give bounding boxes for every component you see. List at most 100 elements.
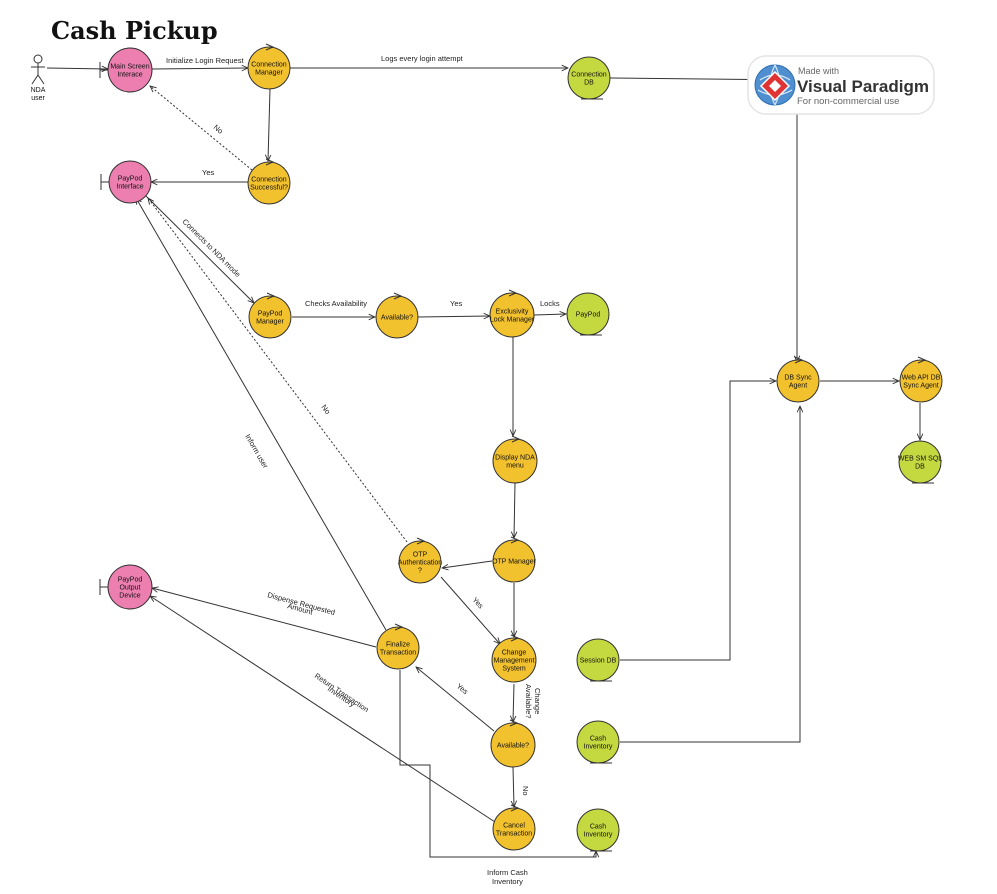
edge-success-main-no (150, 86, 253, 171)
node-otp-manager[interactable]: OTP Manager (492, 536, 537, 583)
label-no-otp: No (319, 403, 332, 416)
display-nda-label: Display NDA (495, 455, 535, 462)
edge-available-lock (417, 316, 490, 317)
label-yes-otp: Yes (471, 595, 486, 610)
finalize-label: Finalize (386, 642, 410, 649)
web-sm-sql-label: DB (915, 464, 925, 471)
display-nda-control-arrow (511, 435, 521, 443)
label-locks: Locks (540, 299, 560, 308)
paypod-label: PayPod (576, 312, 601, 319)
db-sync-label: DB Sync (784, 375, 812, 382)
edge-finalize-output (152, 588, 377, 648)
node-paypod[interactable]: PayPod (566, 292, 610, 336)
label-connects-nda: Connects to NDA mode (181, 217, 243, 279)
connection-db-label: DB (584, 80, 594, 87)
db-sync-label: Agent (789, 383, 807, 390)
web-api-control-arrow (917, 356, 927, 364)
edge-actor-main (46, 68, 108, 69)
otp-auth-control-arrow (416, 537, 426, 545)
available-2-label: Available? (497, 743, 529, 750)
edge-finalize-paypod (136, 198, 387, 631)
change-mgmt-label: Management (494, 658, 535, 665)
exclusivity-lock-label: Exclusivity (496, 309, 529, 316)
display-nda-label: menu (506, 463, 524, 470)
edge-finalize-cashinv (399, 670, 596, 858)
cancel-control-arrow (510, 804, 520, 812)
edge-connmgr-success (268, 88, 270, 161)
connection-successful-shape (247, 161, 291, 205)
actor-label-line1: NDA (31, 87, 46, 94)
otp-auth-label: Authentication (398, 560, 442, 567)
edge-lock-paypod (533, 314, 566, 315)
connection-manager-label: Manager (255, 70, 283, 77)
edge-otp-auth (442, 560, 493, 568)
finalize-shape (376, 626, 420, 670)
label-no-login: No (212, 123, 225, 136)
db-sync-control-arrow (794, 356, 804, 364)
cancel-label: Transaction (496, 831, 532, 838)
otp-manager-shape (492, 539, 536, 583)
paypod-manager-label: PayPod (258, 311, 283, 318)
connection-successful-label: Connection (251, 177, 287, 184)
web-sm-sql-label: WEB SM SQL (898, 456, 942, 463)
watermark-note: For non-commercial use (797, 96, 899, 107)
edge-session-dbsync (620, 381, 776, 661)
otp-manager-control-arrow (510, 536, 520, 544)
exclusivity-lock-label: Lock Manager (490, 317, 535, 324)
label-inform-user: Inform user (243, 433, 270, 471)
otp-manager-label: OTP Manager (492, 559, 537, 566)
paypod-output-label: PayPod (118, 577, 143, 584)
web-api-label: Web API DB (902, 375, 941, 382)
label-no-cancel: No (521, 786, 530, 796)
connection-manager-shape (247, 46, 291, 90)
paypod-output-label: Output (119, 585, 140, 592)
finalize-label: Transaction (380, 650, 416, 657)
nodes: Main ScreenInteracePayPodInterfacePayPod… (99, 43, 943, 852)
finalize-control-arrow (394, 623, 404, 631)
connection-db-label: Connection (571, 72, 607, 79)
edge-available2-finalize-yes (416, 667, 495, 732)
change-mgmt-label: Change (502, 650, 527, 657)
watermark-made-with: Made with (798, 66, 839, 76)
node-available-1[interactable]: Available? (375, 292, 419, 339)
edge-display-otp (514, 482, 515, 538)
label-change-1: Change (533, 688, 542, 714)
actor-nda-user[interactable]: NDA user (31, 54, 46, 102)
node-available-2[interactable]: Available? (490, 719, 536, 768)
label-checks-avail: Checks Availability (305, 299, 367, 308)
edge-available2-cancel-no (513, 766, 514, 807)
connection-manager-label: Connection (251, 62, 287, 69)
change-mgmt-control-arrow (510, 634, 520, 642)
label-init-login: Initialize Login Request (166, 56, 244, 65)
label-change-2: Available? (524, 684, 533, 718)
label-yes-avail: Yes (450, 299, 462, 308)
db-sync-shape (776, 359, 820, 403)
edge-cancel-output (150, 596, 496, 823)
node-session-db[interactable]: Session DB (576, 638, 620, 682)
otp-auth-label: ? (418, 568, 422, 575)
web-api-shape (899, 359, 943, 403)
cancel-label: Cancel (503, 823, 525, 830)
session-db-label: Session DB (580, 658, 617, 665)
paypod-output-label: Device (119, 593, 141, 600)
cash-inventory-1-label: Inventory (584, 744, 613, 751)
otp-auth-label: OTP (413, 552, 428, 559)
